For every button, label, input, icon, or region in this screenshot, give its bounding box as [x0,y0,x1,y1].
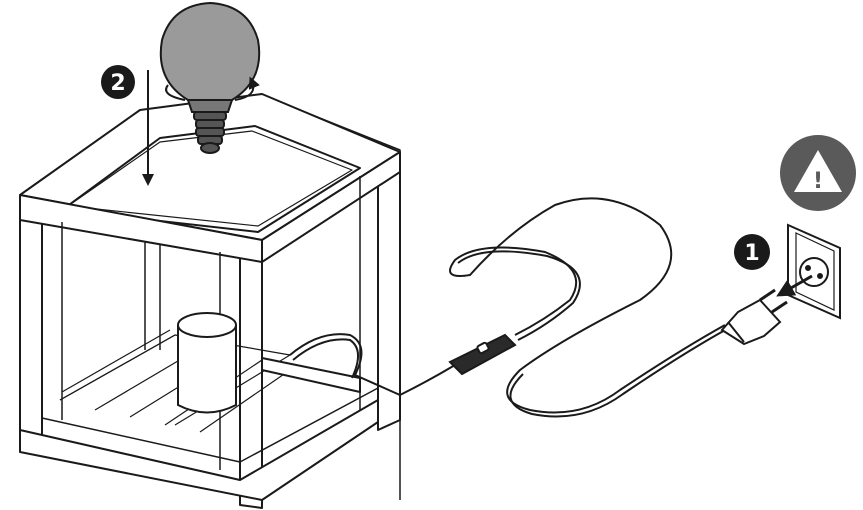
plug-icon [720,288,788,346]
wall-socket-icon [787,223,841,320]
rotate-icon [165,76,260,101]
arrow-left-icon [776,274,813,297]
svg-text:!: ! [813,169,823,194]
step-2-badge: 2 [101,65,135,99]
inline-switch [448,333,517,376]
light-bulb-icon [159,1,261,154]
lamp-frame [19,93,401,509]
svg-text:2: 2 [110,71,125,96]
warning-icon: ! [780,135,856,211]
svg-text:1: 1 [744,241,759,266]
lamp-socket [177,312,237,414]
power-cable [289,197,728,418]
step-1-badge: 1 [734,234,770,270]
